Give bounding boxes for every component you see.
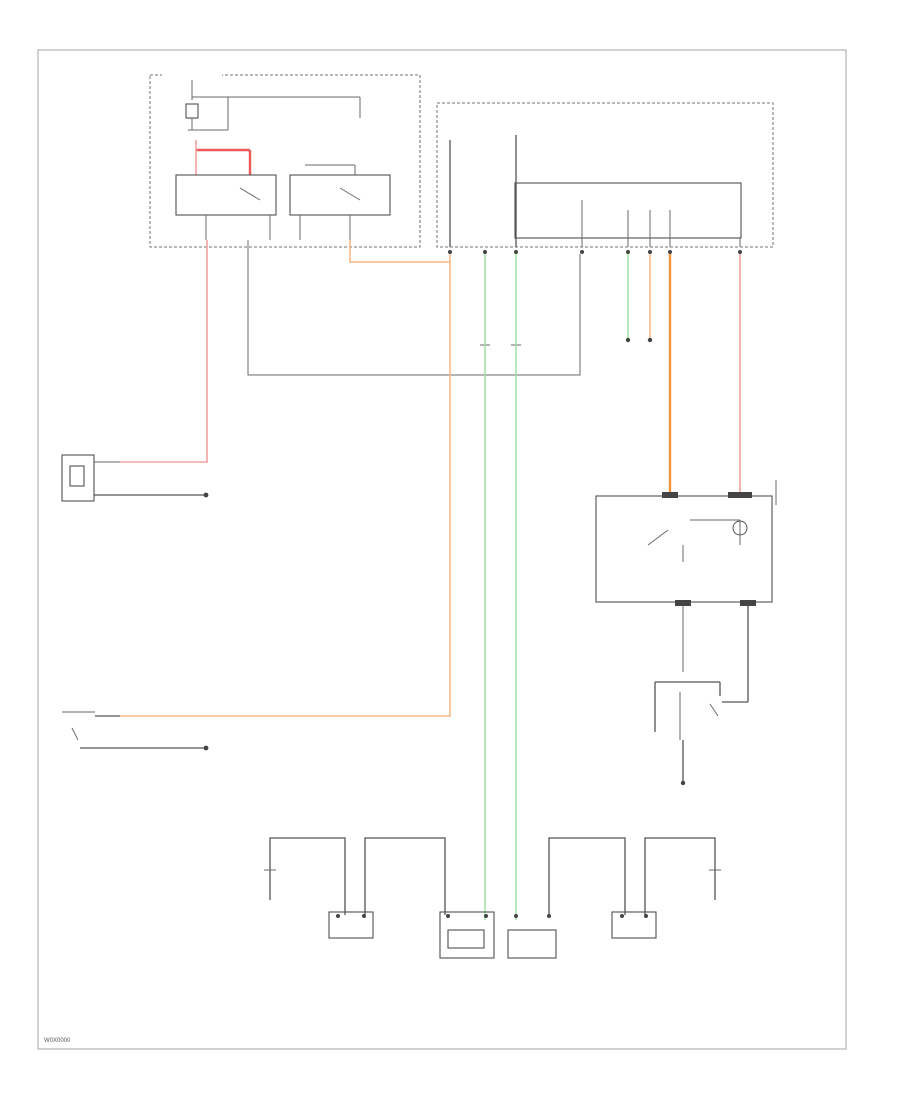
module-connector-row	[448, 250, 742, 254]
red-power-wire	[120, 240, 208, 463]
sensor-1	[328, 911, 374, 939]
ground-loop-wire	[247, 240, 581, 376]
orange-wire-lower	[120, 254, 451, 717]
sensor-wire-4	[644, 837, 716, 915]
switch-module	[595, 480, 777, 606]
switch-module-box	[595, 495, 773, 603]
figure-code: W0X0000	[44, 1038, 71, 1044]
sensor-3	[507, 929, 557, 959]
left-motor-component	[61, 454, 209, 502]
sensor-2	[439, 911, 495, 959]
sensor-wire-2	[364, 837, 446, 915]
relay-box-outline	[149, 74, 421, 248]
diagram-frame	[37, 49, 847, 1050]
left-switch-component	[62, 711, 209, 751]
bottom-sensor-row	[264, 837, 721, 959]
left-motor-box	[61, 454, 95, 502]
control-module	[436, 102, 774, 254]
fuse	[185, 103, 199, 119]
relay-2	[289, 174, 391, 216]
control-module-outline	[436, 102, 774, 248]
relay-1	[175, 174, 277, 216]
sensor-4	[611, 911, 657, 939]
orange-wire-upper	[349, 240, 450, 263]
sensor-wire-1	[269, 837, 346, 915]
ground-terminal	[203, 492, 209, 498]
ground-terminal-2	[203, 745, 209, 751]
lower-switch-wiring	[654, 606, 749, 786]
relay-box	[149, 66, 421, 248]
sensor-wire-3	[548, 837, 626, 915]
